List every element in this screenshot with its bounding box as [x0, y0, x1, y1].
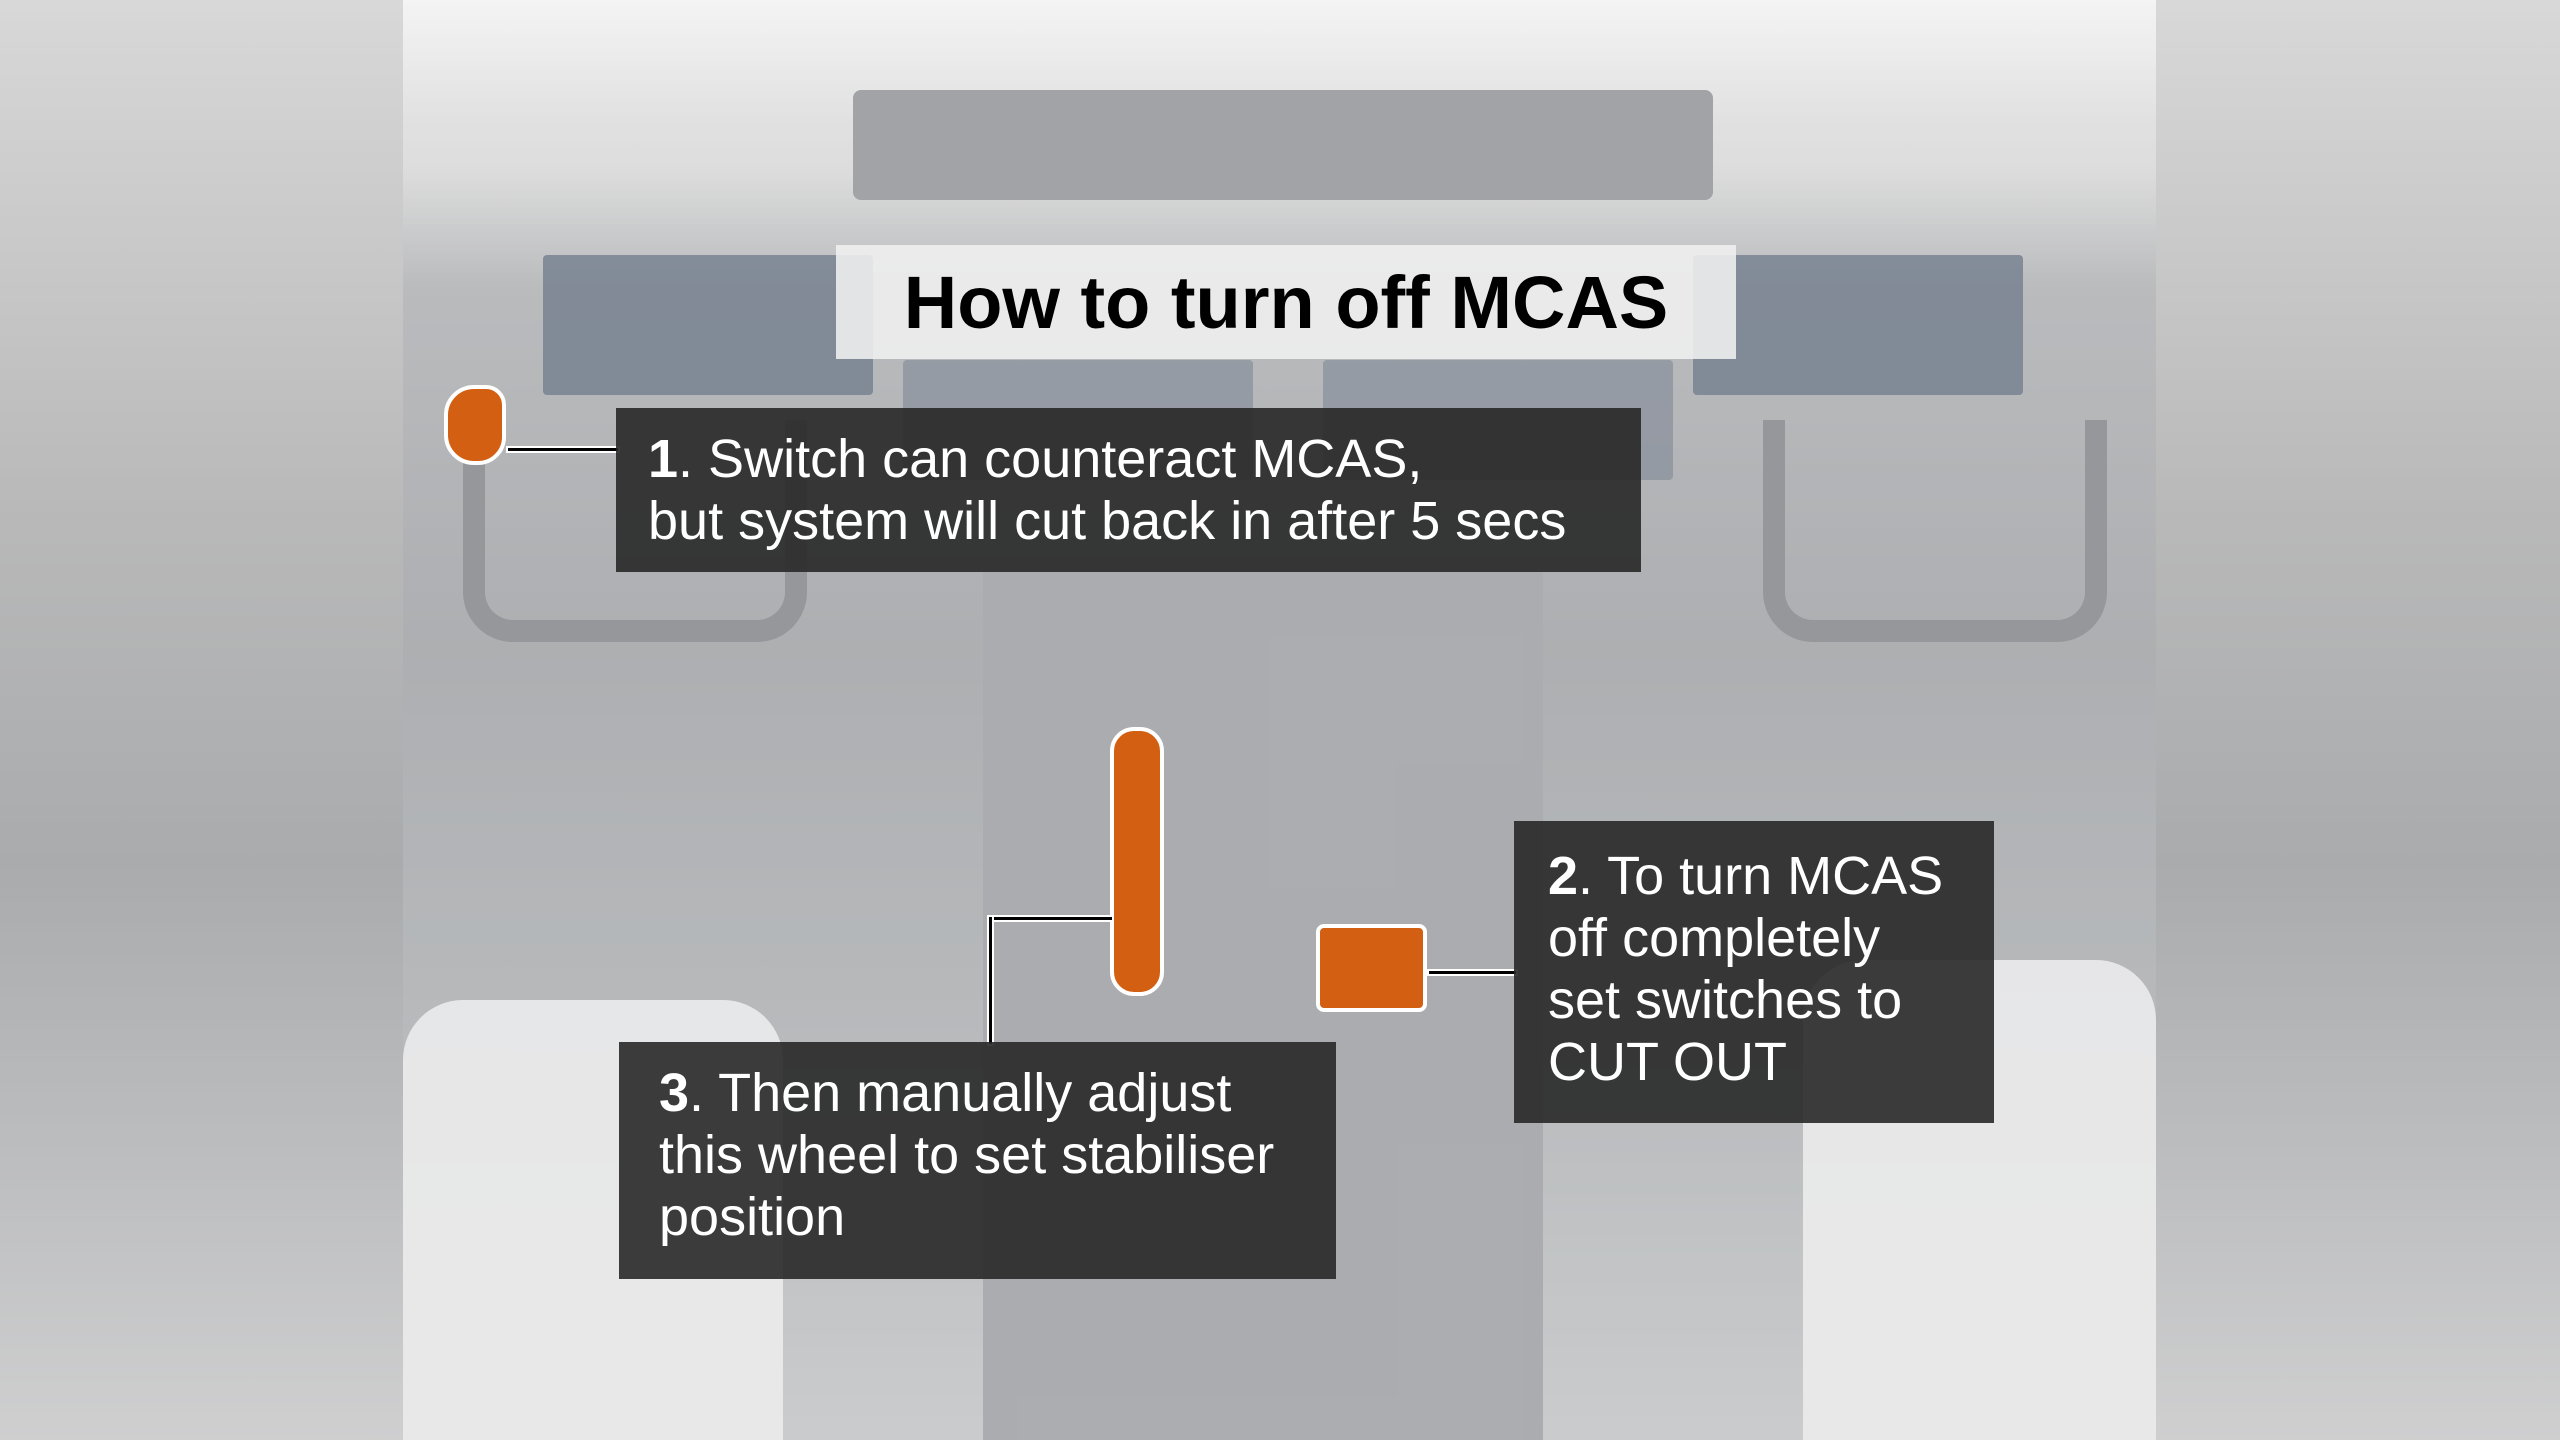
callout-text: this wheel to set stabiliser	[659, 1125, 1275, 1185]
yoke-right	[1763, 420, 2107, 642]
glareshield-panel	[853, 90, 1713, 200]
display-right	[1693, 255, 2023, 395]
stab-trim-switches-highlight	[1316, 924, 1427, 1012]
callout-3: 3. Then manually adjust this wheel to se…	[619, 1042, 1336, 1279]
callout-text: but system will cut back in after 5 secs	[648, 491, 1567, 551]
callout-number: 2	[1548, 846, 1579, 906]
callout-text: off completely	[1548, 908, 1881, 968]
callout-1: 1. Switch can counteract MCAS, but syste…	[616, 408, 1641, 572]
connector-3-horizontal	[990, 915, 1114, 922]
callout-text: CUT OUT	[1548, 1032, 1787, 1092]
callout-text: position	[659, 1187, 846, 1247]
connector-1	[506, 446, 620, 453]
display-left	[543, 255, 873, 395]
callout-number: 1	[648, 429, 679, 489]
callout-text: . Then manually adjust	[689, 1063, 1232, 1123]
center-pedestal	[983, 560, 1543, 1440]
callout-2: 2. To turn MCAS off completely set switc…	[1514, 821, 1994, 1123]
page-title: How to turn off MCAS	[903, 260, 1669, 344]
connector-3-vertical	[987, 915, 994, 1046]
blurred-background-left	[0, 0, 403, 1440]
callout-text: . To turn MCAS	[1578, 846, 1944, 906]
callout-number: 3	[659, 1063, 690, 1123]
trim-wheel-highlight	[1110, 727, 1164, 996]
trim-switch-highlight	[444, 385, 506, 465]
callout-text: set switches to	[1548, 970, 1903, 1030]
blurred-background-right	[2156, 0, 2560, 1440]
title-box: How to turn off MCAS	[836, 245, 1736, 359]
connector-2	[1427, 969, 1518, 976]
callout-text: . Switch can counteract MCAS,	[678, 429, 1423, 489]
